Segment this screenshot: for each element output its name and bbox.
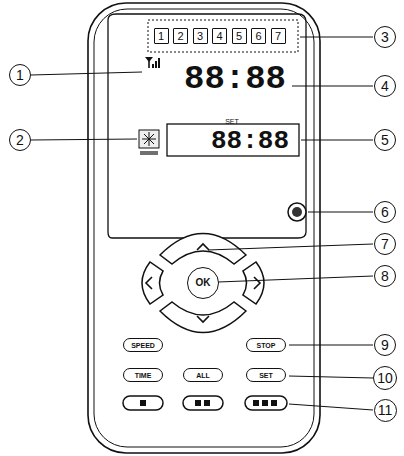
button-text: OK xyxy=(196,278,211,288)
button-text: ALL xyxy=(196,372,210,379)
set-display-digits: 88:88 xyxy=(211,128,289,154)
callout-number: 5 xyxy=(374,129,396,151)
remote-button: SET xyxy=(246,368,286,382)
day-indicator: 6 xyxy=(251,28,266,44)
day-indicator: 5 xyxy=(232,28,247,44)
callout-number: 11 xyxy=(374,399,397,422)
direction-arrows xyxy=(146,244,260,322)
button-text: 7 xyxy=(275,31,281,42)
button-text: 5 xyxy=(236,31,242,42)
callout-number: 6 xyxy=(374,201,396,223)
small-display-frame xyxy=(167,124,299,156)
button-text: 3 xyxy=(197,31,203,42)
day-indicator: 3 xyxy=(193,28,208,44)
remote-button: STOP xyxy=(246,338,286,352)
callout-number: 8 xyxy=(374,265,396,287)
day-indicator: 1 xyxy=(154,28,169,44)
button-text: STOP xyxy=(257,342,276,349)
main-display-digits: 88:88 xyxy=(184,62,286,96)
set-indicator: SET xyxy=(225,118,239,125)
power-button xyxy=(288,203,306,221)
button-text: 4 xyxy=(216,31,222,42)
button-text: TIME xyxy=(135,372,152,379)
day-indicator-frame xyxy=(148,20,298,52)
signal-icon xyxy=(145,57,160,68)
remote-button: ALL xyxy=(183,368,223,382)
callout-number: 1 xyxy=(9,64,31,86)
button-text: SET xyxy=(259,372,273,379)
button-text: 2 xyxy=(177,31,183,42)
callout-number: 4 xyxy=(374,75,396,97)
remote-button: SPEED xyxy=(123,338,163,352)
button-text: 6 xyxy=(255,31,261,42)
remote-button: TIME xyxy=(123,368,163,382)
button-text: SPEED xyxy=(131,342,155,349)
ok-button: OK xyxy=(187,267,219,299)
button-text: 1 xyxy=(158,31,164,42)
day-indicator: 2 xyxy=(173,28,188,44)
callout-number: 3 xyxy=(374,26,396,48)
fan-icon xyxy=(139,130,159,155)
callout-number: 9 xyxy=(374,334,396,356)
preset-buttons xyxy=(123,396,287,410)
callout-number: 10 xyxy=(373,366,397,390)
day-indicator: 7 xyxy=(271,28,286,44)
callout-number: 7 xyxy=(374,233,396,255)
callout-number: 2 xyxy=(9,129,31,151)
remote-body xyxy=(88,3,320,453)
leader-lines xyxy=(31,37,373,410)
day-indicator: 4 xyxy=(212,28,227,44)
